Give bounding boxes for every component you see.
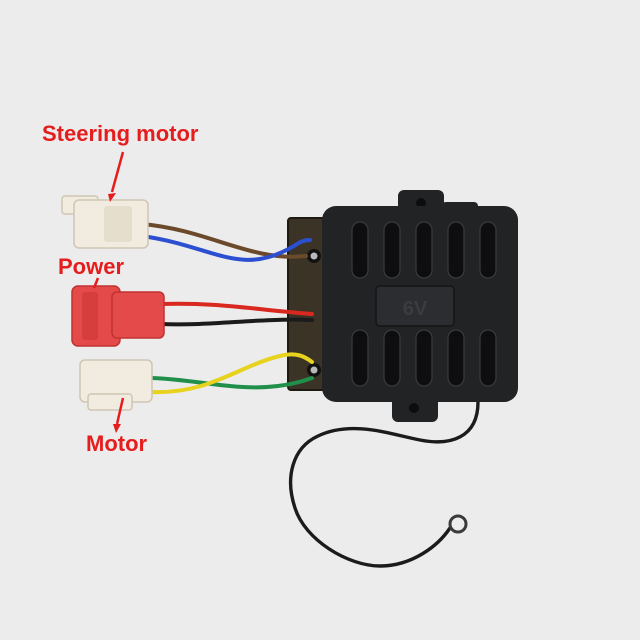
motor-arrow-head (113, 424, 121, 433)
capacitor-top-cap (310, 252, 318, 260)
housing-mark: 6V (403, 298, 428, 320)
steering-arrow (110, 151, 125, 193)
motor-arrow (115, 397, 125, 425)
vent-slot (383, 329, 401, 387)
power-arrow (92, 277, 100, 289)
vent-slot (351, 329, 369, 387)
vent-slot (479, 221, 497, 279)
antenna-ring-terminal (448, 514, 468, 534)
red-wire (158, 301, 314, 316)
vent-slot (415, 221, 433, 279)
brown-wire (140, 222, 308, 259)
vent-slot (383, 221, 401, 279)
vent-slots (351, 221, 497, 387)
housing-label-plate (375, 285, 455, 327)
black-wire (158, 317, 314, 327)
motor-connector (79, 359, 153, 411)
steering-connector (61, 195, 149, 249)
top-mount-hole (416, 198, 426, 208)
green-wire (150, 376, 314, 390)
callout-arrows (92, 151, 125, 433)
vent-slot (351, 221, 369, 279)
vent-slot (479, 329, 497, 387)
antenna-wire (288, 400, 480, 568)
capacitor-bottom-cap (310, 366, 318, 374)
yellow-wire (150, 352, 314, 395)
power-plug-body (111, 291, 165, 339)
vent-slot (447, 329, 465, 387)
blue-wire (140, 234, 312, 262)
steering-connector-sleeve (104, 206, 132, 242)
vent-slot (447, 221, 465, 279)
controller-housing: 6V (322, 190, 518, 422)
motor-label: Motor (86, 431, 148, 456)
power-plug-rib (82, 292, 98, 340)
bottom-mount-hole (409, 403, 419, 413)
motor-connector-latch (87, 393, 133, 411)
wiring (140, 222, 314, 395)
power-connector (71, 285, 165, 347)
ring-hole (455, 521, 461, 527)
steering-arrow-head (108, 193, 116, 202)
vent-slot (415, 329, 433, 387)
steering-motor-label: Steering motor (42, 121, 199, 146)
power-label: Power (58, 254, 125, 279)
